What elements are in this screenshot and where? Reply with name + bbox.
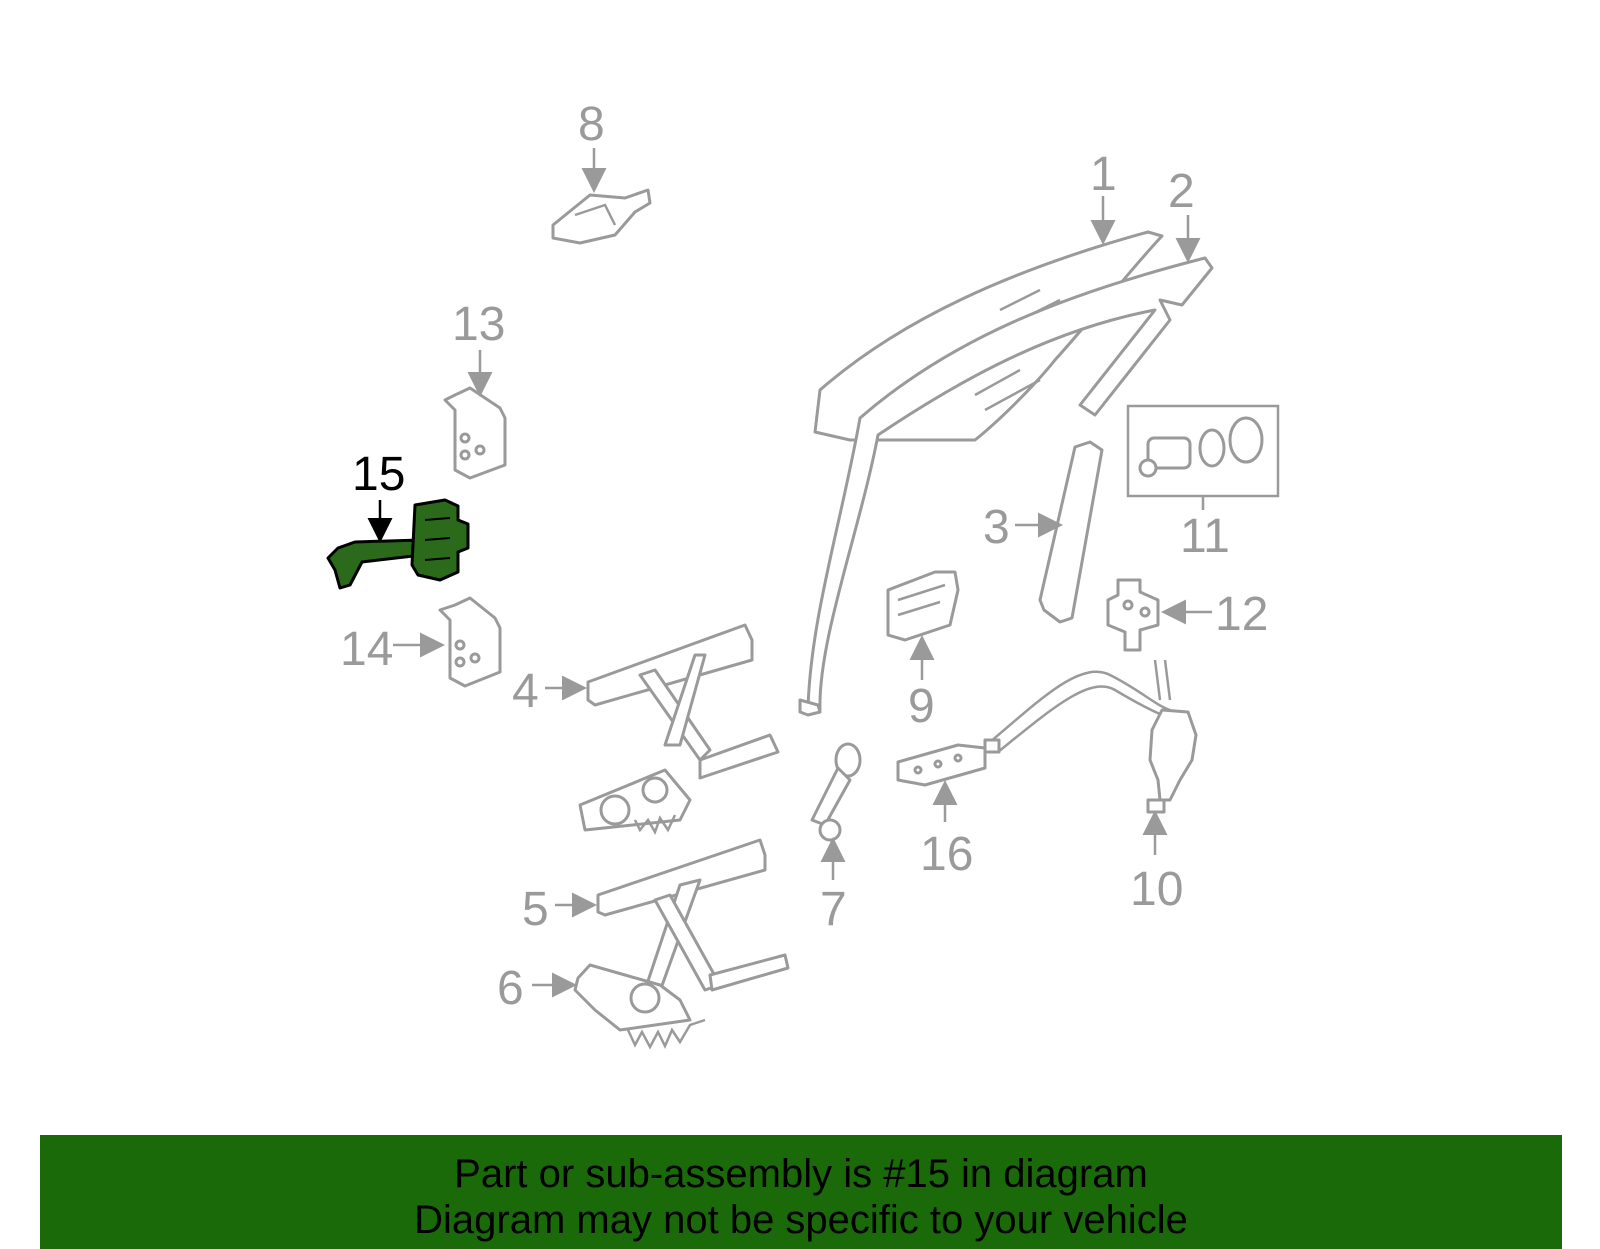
part-16-lock-bracket[interactable] xyxy=(896,743,987,787)
footer-banner: Part or sub-assembly is #15 in diagram D… xyxy=(40,1135,1562,1249)
part-3-rear-channel[interactable] xyxy=(1038,440,1104,624)
part-11-lock-cylinder[interactable] xyxy=(1126,404,1280,498)
part-6-regulator-sector[interactable] xyxy=(573,963,706,1050)
part-12-striker[interactable] xyxy=(1106,578,1160,652)
callout-16: 16 xyxy=(920,828,973,881)
callout-1: 1 xyxy=(1090,148,1117,201)
callout-6: 6 xyxy=(497,962,524,1015)
part-13-upper-hinge[interactable] xyxy=(443,386,507,480)
callout-7: 7 xyxy=(820,883,847,936)
callout-5: 5 xyxy=(522,883,549,936)
callout-8: 8 xyxy=(578,98,605,151)
callout-13: 13 xyxy=(452,298,505,351)
callout-11: 11 xyxy=(1180,510,1230,563)
part-2-run-channel[interactable] xyxy=(798,256,1214,717)
callout-10: 10 xyxy=(1130,863,1183,916)
callout-15: 15 xyxy=(352,448,405,501)
callout-9: 9 xyxy=(908,680,935,733)
parts-diagram: 8 1 2 11 3 12 13 xyxy=(326,98,1280,1050)
footer-line-2: Diagram may not be specific to your vehi… xyxy=(414,1198,1188,1242)
callout-2: 2 xyxy=(1168,165,1195,218)
part-10-door-latch[interactable] xyxy=(983,659,1198,814)
callout-14: 14 xyxy=(340,623,393,676)
callout-12: 12 xyxy=(1215,588,1268,641)
part-9-inside-handle[interactable] xyxy=(886,570,960,642)
callout-3: 3 xyxy=(983,501,1010,554)
part-8-outside-handle[interactable] xyxy=(551,188,652,245)
part-5-rear-regulator[interactable] xyxy=(596,838,790,1007)
part-7-crank-handle[interactable] xyxy=(810,742,862,842)
part-14-lower-hinge[interactable] xyxy=(438,596,502,688)
callout-4: 4 xyxy=(512,665,539,718)
part-15-door-check[interactable] xyxy=(326,498,470,590)
footer-line-1: Part or sub-assembly is #15 in diagram xyxy=(454,1152,1148,1196)
part-4-front-regulator[interactable] xyxy=(578,623,780,835)
